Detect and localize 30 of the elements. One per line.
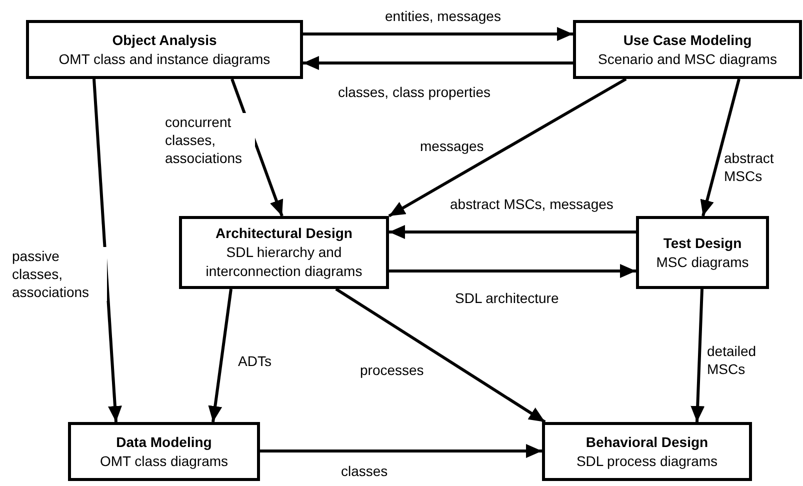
box-subtitle: OMT class and instance diagrams [58, 50, 270, 68]
arrow [92, 78, 122, 422]
box-subtitle: Scenario and MSC diagrams [598, 50, 777, 68]
arrow [690, 288, 705, 422]
box-title: Test Design [663, 234, 742, 252]
process-box [636, 216, 769, 289]
process-box [68, 422, 260, 481]
arrow [700, 78, 740, 216]
arrow [335, 288, 546, 424]
arrow [389, 264, 636, 278]
process-box [573, 20, 802, 79]
box-subtitle: MSC diagrams [656, 252, 749, 272]
process-box [179, 216, 389, 289]
arrow [388, 78, 627, 218]
box-title: Object Analysis [112, 30, 217, 50]
arrow [303, 56, 573, 70]
box-title: Data Modeling [116, 432, 212, 452]
edge-label: passive classes, associations [12, 247, 107, 301]
process-box [26, 20, 303, 79]
arrow [389, 225, 636, 239]
box-title: Use Case Modeling [623, 30, 752, 50]
arrow [303, 27, 573, 41]
box-title: Architectural Design [216, 224, 352, 243]
arrow [208, 288, 232, 422]
box-subtitle: SDL hierarchy and interconnection diagrams [204, 243, 364, 281]
box-subtitle: OMT class diagrams [100, 452, 228, 470]
arrow [260, 444, 542, 458]
process-box [542, 422, 752, 481]
box-title: Behavioral Design [586, 432, 708, 452]
box-subtitle: SDL process diagrams [576, 452, 718, 470]
